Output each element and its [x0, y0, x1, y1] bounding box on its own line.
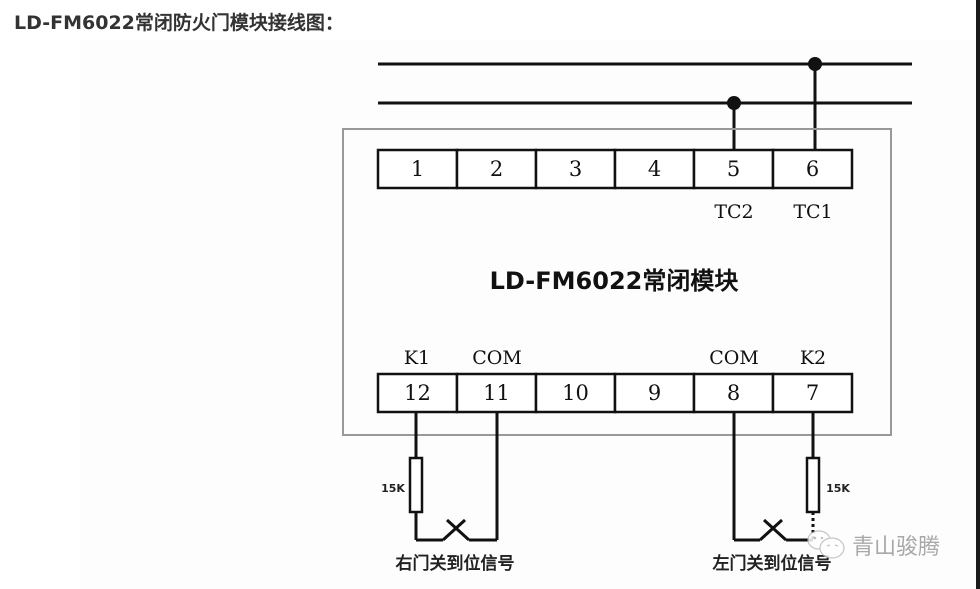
terminal-box [771, 148, 854, 190]
terminal-number: 12 [404, 381, 431, 405]
switch-left-a [441, 518, 467, 542]
signal-left-label: 右门关到位信号 [396, 553, 515, 574]
terminal-box [534, 372, 617, 414]
module-outline [342, 128, 892, 436]
terminal-12: 12 [376, 372, 459, 414]
terminal-11: 11 [455, 372, 538, 414]
watermark-text: 青山骏腾 [852, 535, 940, 560]
terminal-9: 9 [613, 372, 696, 414]
watermark: 青山骏腾 [807, 530, 940, 560]
bottom-terminal-strip: 12 11 10 9 8 7 [376, 372, 854, 414]
terminal-number: 5 [727, 157, 740, 181]
label-k2: K2 [800, 347, 826, 369]
terminal-number: 2 [490, 157, 503, 181]
terminal-number: 4 [648, 157, 661, 181]
resistor-left [408, 456, 424, 514]
terminal-number: 10 [562, 381, 589, 405]
terminal-box [376, 148, 459, 190]
switch-left-b [445, 518, 471, 542]
terminal-8: 8 [692, 372, 775, 414]
terminal-10: 10 [534, 372, 617, 414]
terminal-3: 3 [534, 148, 617, 190]
terminal-5: 5 [692, 148, 775, 190]
top-terminal-strip: 1 2 3 4 5 6 [376, 148, 854, 190]
terminal-number: 3 [569, 157, 582, 181]
resistor-right-label: 15K [826, 482, 850, 495]
label-tc2: TC2 [714, 201, 753, 223]
module-title: LD-FM6022常闭模块 [490, 267, 739, 295]
resistor-right [805, 456, 821, 514]
terminal-number: 11 [483, 381, 510, 405]
wechat-icon [807, 530, 845, 559]
diagram-image-area [80, 40, 976, 589]
terminal-7: 7 [771, 372, 854, 414]
terminal-4: 4 [613, 148, 696, 190]
terminal-box [692, 148, 775, 190]
signal-right-label: 左门关到位信号 [713, 553, 832, 574]
left-door-circuit: 15K 右门关到位信号 [381, 412, 515, 574]
right-edge-border [976, 0, 980, 589]
switch-right-b [762, 518, 788, 542]
terminal-number: 1 [411, 157, 424, 181]
terminal-number: 6 [806, 157, 819, 181]
resistor-left-label: 15K [381, 482, 405, 495]
label-k1: K1 [404, 347, 430, 369]
terminal-6: 6 [771, 148, 854, 190]
terminal-box [534, 148, 617, 190]
terminal-number: 8 [727, 381, 740, 405]
label-com-right: COM [709, 347, 759, 369]
terminal-2: 2 [455, 148, 538, 190]
page-heading: LD-FM6022常闭防火门模块接线图： [14, 12, 344, 34]
terminal-number: 9 [648, 381, 661, 405]
label-com-left: COM [472, 347, 522, 369]
switch-right-a [758, 518, 784, 542]
right-door-circuit: 15K 左门关到位信号 [713, 412, 850, 574]
label-tc1: TC1 [793, 201, 832, 223]
terminal-number: 7 [806, 381, 819, 405]
terminal-1: 1 [376, 148, 459, 190]
